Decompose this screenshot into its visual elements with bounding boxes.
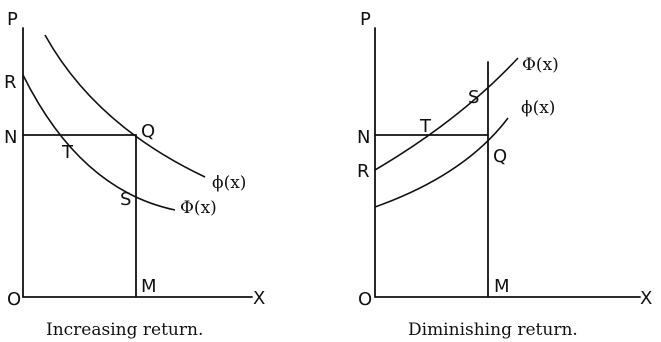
curve-phi	[44, 34, 206, 178]
curve-Phi	[374, 57, 519, 171]
label-o: O	[358, 289, 372, 310]
label-Phi: Φ(x)	[180, 198, 217, 218]
figure-diminishing-return: P N R T Q S O M X Φ(x) ϕ(x) Diminishing …	[357, 9, 652, 340]
label-p: P	[360, 9, 371, 30]
label-q: Q	[141, 121, 155, 142]
label-Phi: Φ(x)	[522, 55, 559, 75]
caption-diminishing: Diminishing return.	[408, 320, 578, 340]
label-m: M	[141, 276, 157, 297]
caption-increasing: Increasing return.	[46, 320, 203, 340]
label-r: R	[357, 161, 370, 182]
label-o: O	[7, 289, 21, 310]
label-r: R	[4, 72, 17, 93]
label-n: N	[357, 127, 370, 148]
label-phi: ϕ(x)	[521, 98, 555, 118]
label-n: N	[4, 127, 17, 148]
label-s: S	[120, 189, 131, 210]
label-s: S	[468, 87, 479, 108]
label-phi: ϕ(x)	[212, 173, 246, 193]
label-x: X	[640, 288, 652, 309]
label-p: P	[7, 9, 18, 30]
curve-Phi	[22, 74, 176, 211]
label-m: M	[494, 276, 510, 297]
figure-increasing-return: P R N T Q S O M X ϕ(x) Φ(x) Increasing r…	[4, 9, 265, 340]
label-t: T	[419, 116, 432, 137]
label-t: T	[61, 142, 74, 163]
label-x: X	[253, 288, 265, 309]
label-q: Q	[493, 146, 507, 167]
curve-phi	[374, 117, 509, 208]
